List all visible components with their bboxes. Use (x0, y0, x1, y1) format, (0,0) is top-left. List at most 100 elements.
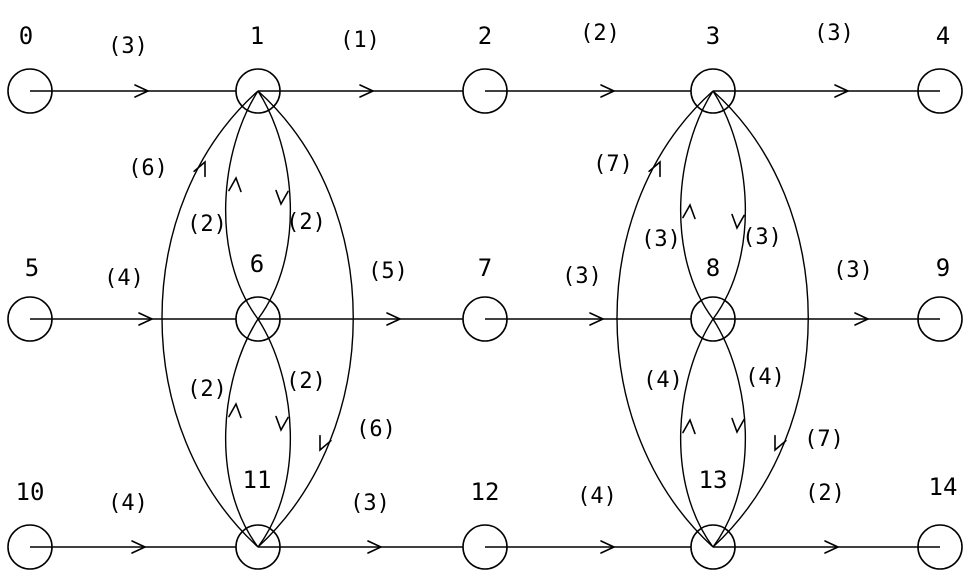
edge-11-to-6: (2) (187, 318, 259, 548)
edge-weight-13-to-8: (4) (643, 368, 683, 393)
node-11: 11 (235, 466, 281, 570)
edge-line-6-to-1 (225, 90, 259, 320)
node-circle-5 (7, 296, 53, 342)
edge-3-to-4: (3) (713, 21, 940, 98)
node-label-6: 6 (250, 250, 264, 278)
arrowhead-11-to-12 (367, 540, 383, 554)
arrowhead-11-to-6 (228, 402, 242, 419)
edge-line-11-to-6 (225, 318, 259, 548)
node-circle-1 (235, 68, 281, 114)
node-6: 6 (235, 250, 281, 342)
node-label-13: 13 (699, 466, 728, 494)
edge-weight-3-to-13: (7) (804, 427, 844, 452)
edge-weight-13-to-14: (2) (805, 481, 845, 506)
node-circle-0 (7, 68, 53, 114)
edge-11-to-1: (6) (128, 90, 259, 548)
node-label-8: 8 (706, 254, 720, 282)
edge-weight-6-to-11: (2) (286, 369, 326, 394)
node-label-2: 2 (478, 22, 492, 50)
arrowhead-13-to-14 (824, 540, 840, 554)
edge-weight-6-to-7: (5) (368, 259, 408, 284)
edge-13-to-8: (4) (643, 318, 714, 548)
node-label-4: 4 (936, 22, 950, 50)
edge-weight-3-to-8: (3) (742, 225, 782, 250)
edge-5-to-6: (4) (30, 266, 236, 326)
node-label-12: 12 (471, 478, 500, 506)
edge-1-to-2: (1) (258, 28, 463, 98)
node-circle-12 (462, 524, 508, 570)
edge-weight-10-to-11: (4) (108, 491, 148, 516)
arrowhead-8-to-13 (731, 417, 745, 434)
node-5: 5 (7, 254, 53, 342)
node-circle-10 (7, 524, 53, 570)
node-label-9: 9 (936, 254, 950, 282)
node-circle-2 (462, 68, 508, 114)
edge-weight-1-to-2: (1) (340, 28, 380, 53)
edge-weight-2-to-3: (2) (580, 21, 620, 46)
arrowhead-8-to-3 (682, 203, 696, 220)
edge-line-1-to-6 (257, 90, 291, 320)
edge-weight-5-to-6: (4) (104, 266, 144, 291)
node-circle-14 (917, 524, 963, 570)
edge-13-to-3: (7) (593, 90, 714, 548)
node-circle-6 (235, 296, 281, 342)
edge-6-to-11: (2) (257, 318, 326, 548)
arrowhead-1-to-11 (319, 434, 332, 452)
arrowhead-5-to-6 (138, 312, 154, 326)
node-7: 7 (462, 254, 508, 342)
edge-7-to-8: (3) (485, 264, 691, 326)
arrowhead-11-to-1 (193, 160, 206, 178)
edge-6-to-7: (5) (258, 259, 463, 326)
edge-12-to-13: (4) (485, 484, 691, 554)
edge-weight-0-to-1: (3) (108, 34, 148, 59)
edge-line-13-to-8 (680, 318, 714, 548)
edge-line-3-to-13 (712, 90, 809, 548)
node-12: 12 (462, 478, 508, 570)
edge-line-1-to-11 (257, 90, 354, 548)
edge-line-11-to-1 (161, 90, 259, 548)
edge-weight-11-to-1: (6) (128, 156, 168, 181)
arrowhead-3-to-13 (774, 434, 787, 452)
edge-10-to-11: (4) (30, 491, 236, 554)
node-circle-4 (917, 68, 963, 114)
edge-weight-1-to-6: (2) (286, 210, 326, 235)
edge-8-to-9: (3) (713, 258, 940, 326)
node-13: 13 (690, 466, 736, 570)
arrowhead-10-to-11 (131, 540, 147, 554)
arrowhead-6-to-7 (386, 312, 402, 326)
node-label-10: 10 (16, 478, 45, 506)
edge-11-to-12: (3) (258, 491, 463, 554)
edge-line-8-to-13 (712, 318, 746, 548)
node-4: 4 (917, 22, 963, 114)
node-circle-13 (690, 524, 736, 570)
arrowhead-13-to-8 (682, 418, 696, 435)
arrowhead-7-to-8 (589, 312, 605, 326)
edge-3-to-8: (3) (712, 90, 782, 320)
arrowhead-0-to-1 (134, 84, 150, 98)
edge-weight-8-to-3: (3) (641, 227, 681, 252)
node-label-3: 3 (706, 22, 720, 50)
edge-weight-7-to-8: (3) (562, 264, 602, 289)
node-0: 0 (7, 22, 53, 114)
node-circle-11 (235, 524, 281, 570)
edge-line-3-to-8 (712, 90, 746, 320)
edge-weight-11-to-12: (3) (350, 491, 390, 516)
edge-weight-8-to-9: (3) (833, 258, 873, 283)
node-label-1: 1 (250, 22, 264, 50)
arrowhead-8-to-9 (854, 312, 870, 326)
edge-weight-12-to-13: (4) (577, 484, 617, 509)
node-label-14: 14 (929, 473, 958, 501)
edge-0-to-1: (3) (30, 34, 236, 98)
node-circle-9 (917, 296, 963, 342)
edge-weight-13-to-3: (7) (593, 152, 633, 177)
edge-line-8-to-3 (680, 90, 714, 320)
node-1: 1 (235, 22, 281, 114)
arrowhead-1-to-6 (275, 189, 289, 206)
node-14: 14 (917, 473, 963, 570)
arrowhead-1-to-2 (359, 84, 375, 98)
node-label-7: 7 (478, 254, 492, 282)
edge-1-to-6: (2) (257, 90, 326, 320)
node-circle-3 (690, 68, 736, 114)
